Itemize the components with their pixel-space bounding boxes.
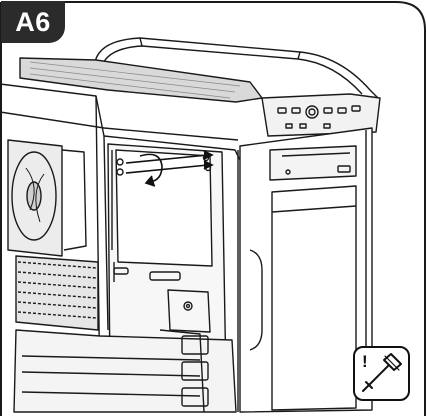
lower-bay bbox=[271, 185, 357, 411]
top-mesh bbox=[19, 57, 263, 103]
screwdriver-caution-icon: ! bbox=[353, 346, 410, 401]
cpu-cutout bbox=[115, 149, 213, 267]
power-button bbox=[305, 105, 319, 119]
drive-cage bbox=[13, 329, 237, 413]
step-label: A6 bbox=[15, 7, 51, 37]
step-badge: A6 bbox=[1, 1, 65, 43]
rotate-arrow bbox=[139, 153, 163, 183]
caution-mark: ! bbox=[362, 352, 368, 371]
top-handle bbox=[94, 37, 379, 99]
optical-drive-bay bbox=[269, 145, 357, 181]
case-top-rail bbox=[0, 111, 239, 141]
screw-removal-arrows bbox=[125, 150, 214, 187]
expansion-slots bbox=[15, 255, 99, 331]
front-bezel bbox=[239, 127, 373, 413]
